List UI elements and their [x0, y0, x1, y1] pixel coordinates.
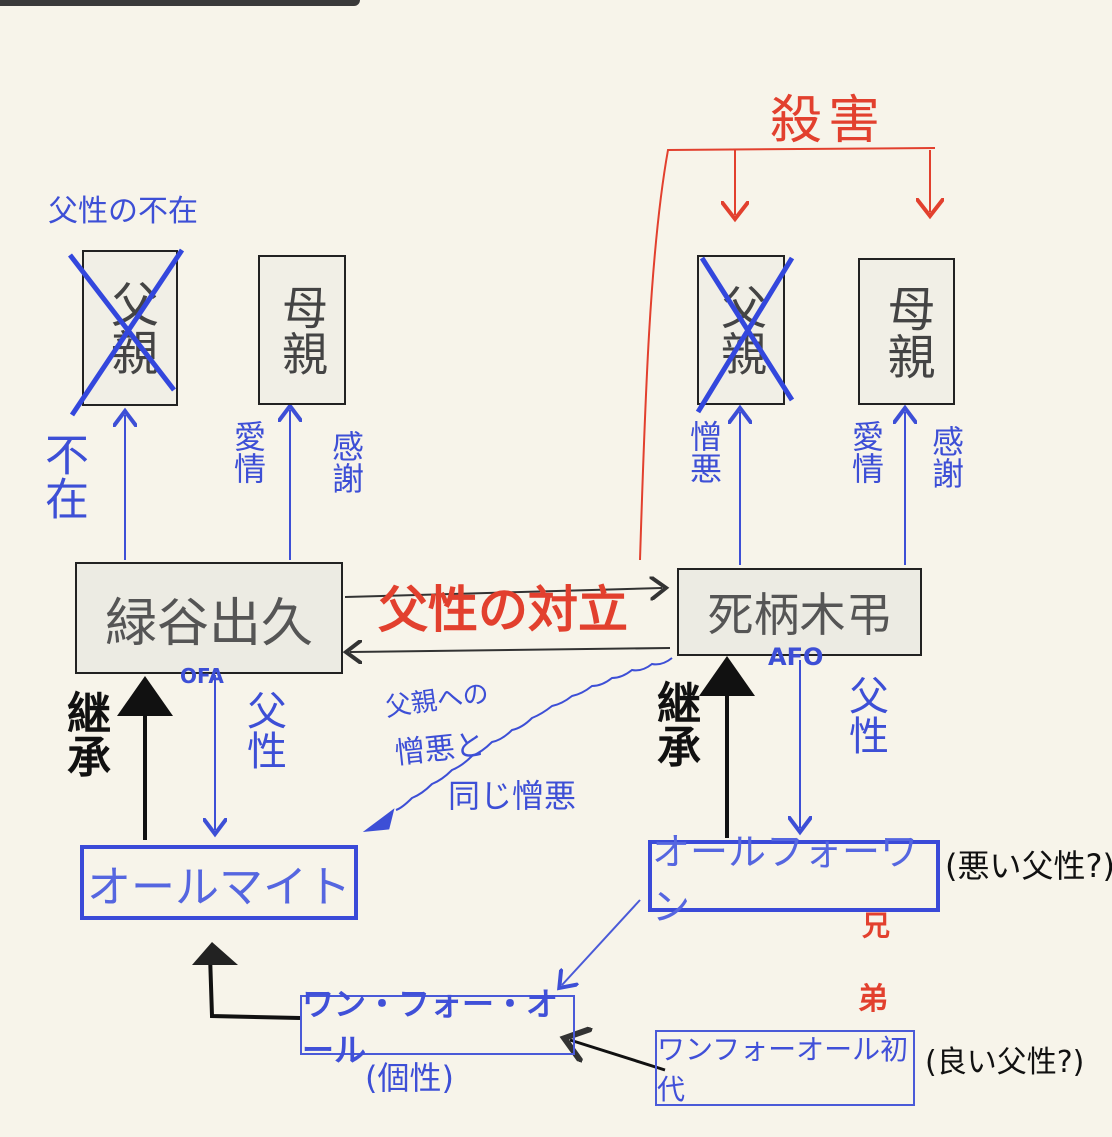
top-edge-shadow — [0, 0, 360, 6]
younger-brother-label: 弟 — [858, 982, 888, 1017]
midoriya-label: 緑谷出久 — [104, 593, 313, 654]
right-father-box: 父親 — [697, 255, 785, 405]
left-gratitude-label: 感謝 — [327, 430, 365, 494]
right-hatred-label: 憎悪 — [685, 420, 723, 484]
left-mother-box: 母親 — [258, 255, 346, 405]
conflict-arrow-left — [350, 648, 671, 652]
afo-to-ofa-arrow — [562, 899, 641, 985]
right-paternity-label: 父性 — [842, 675, 888, 755]
ofa-quirk-box: ワン・フォー・オール — [300, 985, 575, 1069]
murder-bracket — [639, 147, 936, 561]
good-paternity-note: (良い父性?) — [925, 1045, 1085, 1080]
left-father-cross-icon — [68, 248, 185, 417]
quirk-note: (個性) — [365, 1059, 454, 1097]
shigaraki-box: 死柄木弔 — [677, 568, 922, 656]
afo-tag: AFO — [768, 643, 824, 671]
left-paternity-label: 父性 — [240, 690, 286, 770]
bad-paternity-note: (悪い父性?) — [945, 847, 1112, 885]
ofa-first-box: ワンフォーオール初代 — [655, 1030, 915, 1106]
murder-label: 殺害 — [770, 91, 887, 151]
afo-box: オールフォーワン — [648, 830, 940, 929]
right-mother-box: 母親 — [858, 258, 955, 405]
ofa-quirk-label: ワン・フォー・オール — [302, 985, 559, 1069]
midoriya-box: 緑谷出久 — [75, 562, 343, 674]
left-mother-label: 母親 — [275, 284, 329, 376]
ofa-to-allmight-arrow — [208, 954, 301, 1020]
left-absent-label: 不在 — [37, 432, 88, 520]
allmight-box: オールマイト — [80, 845, 358, 920]
conflict-label: 父性の対立 — [378, 581, 628, 639]
ofa-tag: OFA — [180, 664, 224, 688]
elder-brother-label: 兄 — [862, 909, 891, 942]
right-inherit-label: 継承 — [649, 680, 700, 768]
right-father-cross-icon — [695, 256, 795, 414]
hatred-note-line3: 同じ憎悪 — [448, 777, 577, 815]
conflict-arrow-right — [344, 588, 662, 597]
right-affection-label: 愛情 — [847, 420, 885, 484]
left-inherit-label: 継承 — [59, 690, 110, 778]
ofa-to-allmight-arrowhead — [192, 942, 238, 965]
hatred-wavy-arrow — [395, 657, 673, 811]
afo-label: オールフォーワン — [652, 830, 919, 929]
right-father-label: 父親 — [714, 284, 768, 376]
right-mother-label: 母親 — [878, 283, 935, 380]
allmight-label: オールマイト — [87, 861, 351, 913]
shigaraki-label: 死柄木弔 — [707, 588, 892, 642]
hatred-arrowhead — [362, 808, 395, 833]
absent-paternity-label: 父性の不在 — [48, 194, 198, 229]
left-affection-label: 愛情 — [229, 420, 267, 484]
first-to-ofa-arrow — [570, 1040, 666, 1072]
right-gratitude-label: 感謝 — [927, 425, 965, 489]
ofa-first-label: ワンフォーオール初代 — [657, 1033, 909, 1106]
